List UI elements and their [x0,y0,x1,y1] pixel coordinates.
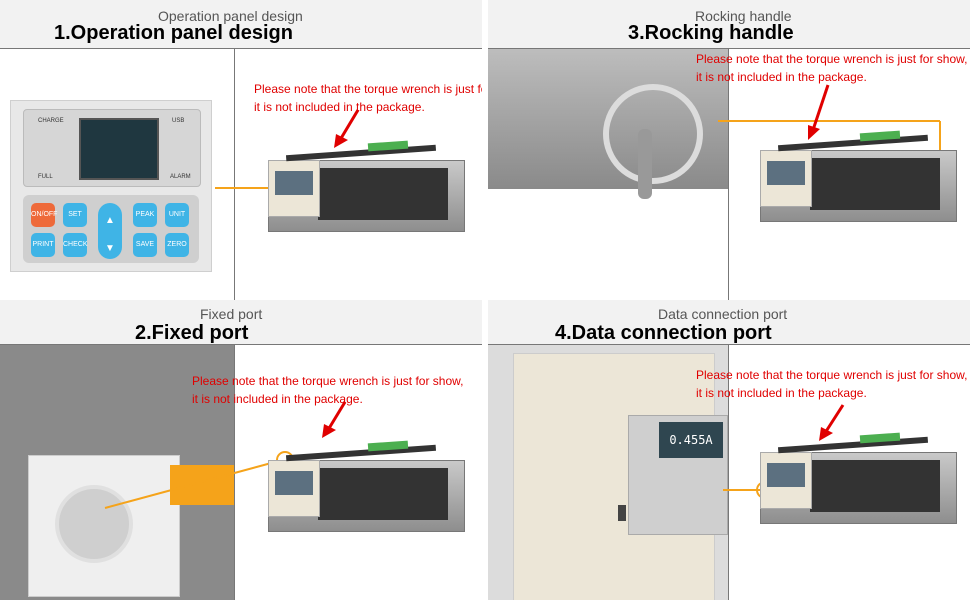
machine-display [275,471,313,495]
disclaimer-note: Please note that the torque wrench is ju… [696,366,968,402]
section-subtitle: Fixed port [200,306,263,322]
machine-display [767,463,805,487]
full-label: FULL [38,174,53,180]
section-title: 2.Fixed port [135,322,249,344]
section-title: 1.Operation panel design [54,22,293,44]
device-display: 0.455A [628,415,728,535]
image-divider [728,48,729,300]
panel-keypad: ON/OFF SET ▲ ▼ PEAK UNIT PRINT CHECK SAV… [23,195,199,263]
square-drive-icon [55,485,133,563]
red-arrow-icon [338,109,360,141]
machine-tray [810,460,940,512]
arrow-down-icon: ▼ [105,243,115,254]
usb-port-icon [618,505,626,521]
note-line-1: Please note that the torque wrench is ju… [192,374,464,388]
peak-button: PEAK [133,203,157,227]
section-title: 4.Data connection port [555,322,772,344]
arrow-up-icon: ▲ [105,215,115,226]
handle-closeup-image [488,49,728,199]
wheel-icon [603,84,703,184]
control-panel-closeup: CHARGE USB FULL ALARM ON/OFF SET ▲ ▼ PEA… [10,100,212,272]
note-line-2: it is not included in the package. [254,100,425,114]
header-divider [488,344,970,345]
fixed-port-section: Fixed port 2.Fixed port Please note that… [0,300,482,600]
disclaimer-note: Please note that the torque wrench is ju… [192,372,464,408]
section-subtitle: Operation panel design [158,8,303,24]
connector-line [104,461,276,509]
red-arrow-icon [811,84,830,131]
save-button: SAVE [133,233,157,257]
operation-panel-section: Operation panel design 1.Operation panel… [0,0,482,300]
note-line-1: Please note that the torque wrench is ju… [696,52,968,66]
alarm-label: ALARM [170,174,191,180]
machine-tray [810,158,940,210]
note-line-2: it is not included in the package. [696,386,867,400]
panel-display-area: CHARGE USB FULL ALARM [23,109,201,187]
header-divider [488,48,970,49]
header-divider [0,344,482,345]
connector-lines [215,109,360,189]
machine-body [760,452,812,509]
data-port-section: Data connection port 4.Data connection p… [488,300,970,600]
handle-knob-icon [638,129,652,199]
section-header [0,0,482,48]
note-line-2: it is not included in the package. [192,392,363,406]
note-line-2: it is not included in the package. [696,70,867,84]
section-header [488,0,970,48]
usb-label: USB [172,118,185,124]
unit-button: UNIT [165,203,189,227]
section-header [488,300,970,344]
machine-body [760,150,812,207]
check-button: CHECK [63,233,88,257]
image-divider [234,48,235,300]
arrow-head-icon [808,125,820,140]
orange-strip [170,465,234,505]
disclaimer-note: Please note that the torque wrench is ju… [696,50,968,86]
print-button: PRINT [31,233,55,257]
red-arrow-icon [823,404,845,434]
machine-body [268,460,320,517]
zero-button: ZERO [165,233,189,257]
machine-display [767,161,805,185]
arrow-head-icon [819,427,833,441]
lcd-screen [79,118,159,180]
section-subtitle: Rocking handle [695,8,792,24]
machine-body [268,160,320,217]
arrow-head-icon [334,134,348,148]
note-line-1: Please note that the torque wrench is ju… [696,368,968,382]
machine-display [275,171,313,195]
section-subtitle: Data connection port [658,306,788,322]
disclaimer-note: Please note that the torque wrench is ju… [254,80,482,116]
note-line-1: Please note that the torque wrench is ju… [254,82,482,96]
header-divider [0,48,482,49]
set-button: SET [63,203,87,227]
charge-label: CHARGE [38,118,64,124]
image-divider [728,344,729,600]
section-title: 3.Rocking handle [628,22,794,44]
red-arrow-icon [326,401,347,431]
data-port-closeup-image: 0.455A [488,345,728,600]
device-lcd: 0.455A [659,422,723,458]
rocking-handle-section: Rocking handle 3.Rocking handle Please n… [488,0,970,300]
arrow-head-icon [322,424,336,438]
machine-tray [318,468,448,520]
onoff-button: ON/OFF [31,203,57,227]
fixed-port-closeup-image [0,345,234,600]
machine-tray [318,168,448,220]
arrow-keys: ▲ ▼ [98,203,122,259]
section-header [0,300,482,344]
